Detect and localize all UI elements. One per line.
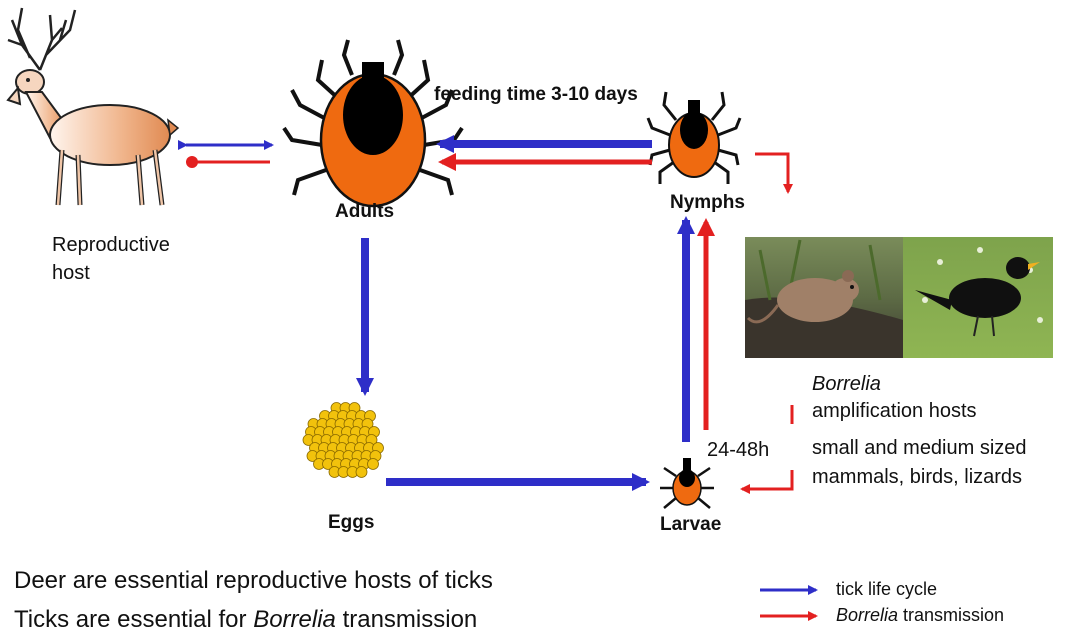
hosts-line2: mammals, birds, lizards xyxy=(812,466,1023,488)
note-line2-post: transmission xyxy=(335,606,478,633)
nymph-tick-icon xyxy=(646,91,742,184)
eggs-icon xyxy=(302,402,384,478)
hosts-to-larvae-red-arrow xyxy=(740,470,794,494)
note-line2-italic: Borrelia xyxy=(253,606,336,633)
mouse-and-blackbird-photo xyxy=(745,237,1053,358)
legend-blue-label: tick life cycle xyxy=(836,579,938,599)
legend-red-rest: transmission xyxy=(898,605,1005,625)
amplification-hosts-label: amplification hosts xyxy=(812,400,977,422)
egg xyxy=(367,458,379,470)
hours-label: 24-48h xyxy=(707,439,770,461)
larvae-label: Larvae xyxy=(660,514,722,535)
adult-tick-icon xyxy=(282,39,464,208)
nymphs-to-hosts-red-arrow xyxy=(755,152,793,194)
hosts-line1: small and medium sized xyxy=(812,437,1027,459)
borrelia-italic: Borrelia xyxy=(812,373,881,395)
feeding-time-label: feeding time 3-10 days xyxy=(434,84,638,105)
deer-icon xyxy=(6,7,180,206)
legend-red-label: Borrelia transmission xyxy=(836,605,1004,626)
adults-label: Adults xyxy=(335,201,395,222)
egg xyxy=(355,466,368,478)
reproductive-host-line1: Reproductive xyxy=(52,234,170,256)
eggs-label: Eggs xyxy=(328,512,375,533)
note-line2: Ticks are essential for Borrelia transmi… xyxy=(14,606,477,634)
note-line1: Deer are essential reproductive hosts of… xyxy=(14,567,493,594)
amplification-title-italic: Borrelia xyxy=(812,373,881,396)
larva-tick-icon xyxy=(660,458,714,509)
note-line2-pre: Ticks are essential for xyxy=(14,606,254,633)
red-dot-endpoint xyxy=(186,156,198,168)
legend-red-italic: Borrelia xyxy=(836,605,899,625)
nymphs-label: Nymphs xyxy=(670,192,745,213)
reproductive-host-line2: host xyxy=(52,262,90,284)
